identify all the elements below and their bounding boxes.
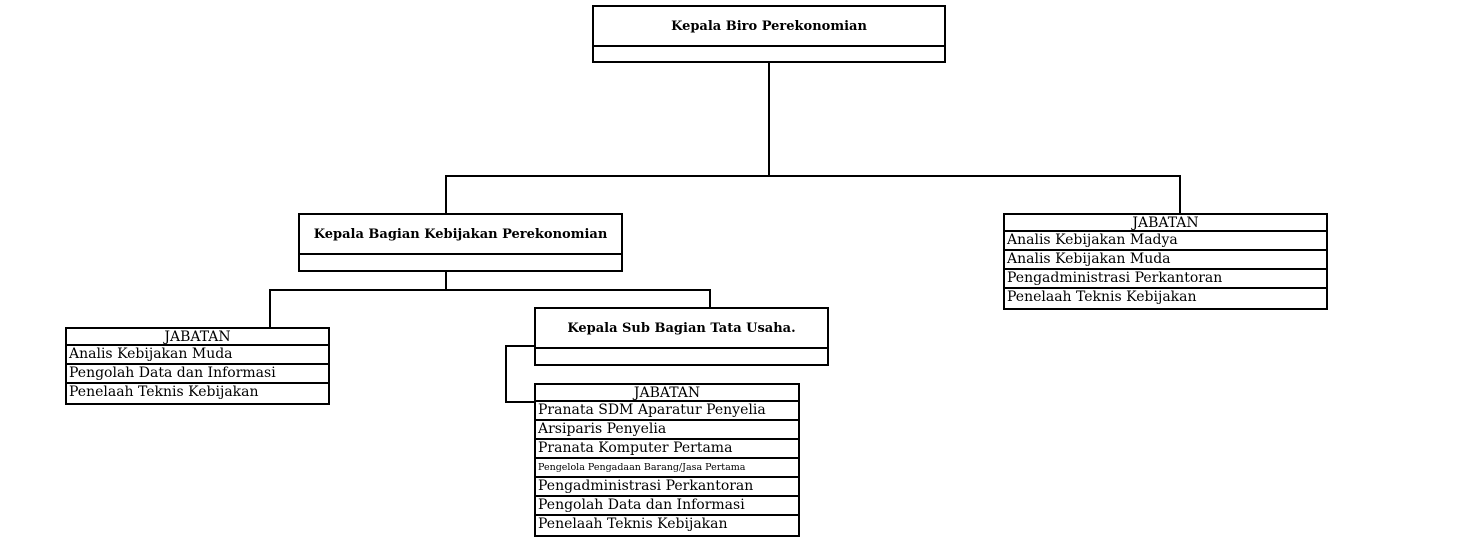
jabatan-header: JABATAN	[1005, 213, 1326, 232]
jabatan-row: Penelaah Teknis Kebijakan	[1007, 289, 1197, 305]
kepala-bagian-box: Kepala Bagian Kebijakan Perekonomian	[298, 213, 623, 272]
jabatan-row: Pengelola Pengadaan Barang/Jasa Pertama	[536, 459, 798, 478]
connector-subbag-bracket-bottom	[505, 401, 535, 403]
jabatan-row: Analis Kebijakan Madya	[1005, 232, 1326, 251]
jabatan-header: JABATAN	[67, 327, 328, 346]
jabatan-row: Pengadministrasi Perkantoran	[536, 478, 798, 497]
kepala-subbag-title: Kepala Sub Bagian Tata Usaha.	[536, 309, 827, 349]
jabatan-row: Pranata Komputer Pertama	[536, 440, 798, 459]
jabatan-table-right: JABATAN Analis Kebijakan Madya Analis Ke…	[1003, 213, 1328, 310]
jabatan-row: Pranata SDM Aparatur Penyelia	[536, 402, 798, 421]
kepala-biro-box: Kepala Biro Perekonomian	[592, 5, 946, 63]
kepala-bagian-title: Kepala Bagian Kebijakan Perekonomian	[300, 215, 621, 255]
kepala-subbag-box: Kepala Sub Bagian Tata Usaha.	[534, 307, 829, 366]
jabatan-row: Arsiparis Penyelia	[536, 421, 798, 440]
jabatan-row: Analis Kebijakan Muda	[67, 346, 328, 365]
connector-right-drop	[1179, 175, 1181, 214]
kepala-biro-title: Kepala Biro Perekonomian	[594, 7, 944, 47]
connector-left-drop	[445, 175, 447, 214]
connector-bagian-horizontal	[269, 289, 711, 291]
connector-bagian-vertical	[445, 270, 447, 290]
connector-top-horizontal	[445, 175, 1181, 177]
connector-subbag-bracket-top	[505, 345, 535, 347]
connector-bagian-left-drop	[269, 289, 271, 328]
jabatan-row: Pengolah Data dan Informasi	[67, 365, 328, 384]
jabatan-table-middle: JABATAN Pranata SDM Aparatur Penyelia Ar…	[534, 383, 800, 537]
jabatan-row: Analis Kebijakan Muda	[1005, 251, 1326, 270]
jabatan-row: Penelaah Teknis Kebijakan	[69, 384, 259, 400]
jabatan-row: Penelaah Teknis Kebijakan	[538, 516, 728, 532]
jabatan-table-left: JABATAN Analis Kebijakan Muda Pengolah D…	[65, 327, 330, 405]
jabatan-row: Pengadministrasi Perkantoran	[1005, 270, 1326, 289]
connector-subbag-bracket-vertical	[505, 345, 507, 403]
connector-top-vertical	[768, 62, 770, 176]
connector-bagian-right-drop	[709, 289, 711, 308]
jabatan-header: JABATAN	[536, 383, 798, 402]
jabatan-row: Pengolah Data dan Informasi	[536, 497, 798, 516]
